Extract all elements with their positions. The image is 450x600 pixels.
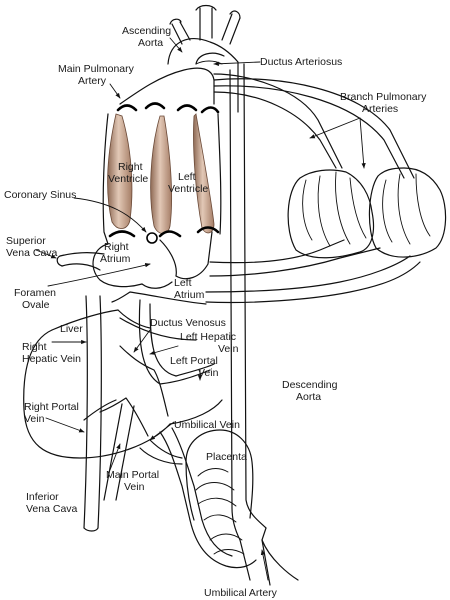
label-ductus-venosus: Ductus Venosus [150, 317, 226, 329]
pulmonary-veins [205, 239, 421, 304]
valves [108, 102, 220, 244]
umbilical-and-placenta [185, 429, 257, 569]
label-coronary-sinus: Coronary Sinus [4, 189, 76, 201]
ventricle-muscles [107, 113, 215, 234]
aortic-arch [167, 4, 241, 113]
descending-aorta [229, 63, 299, 586]
heart [56, 113, 222, 289]
label-ductus-arteriosus: Ductus Arteriosus [260, 56, 342, 68]
label-umbilical-vein: Umbilical Vein [174, 419, 240, 431]
lungs [287, 167, 447, 259]
label-umbilical-artery: Umbilical Artery [204, 587, 278, 599]
label-placenta: Placenta [206, 451, 247, 463]
liver-and-veins [23, 291, 223, 532]
pulmonary-arteries [119, 67, 415, 179]
label-liver: Liver [60, 323, 83, 335]
leader-lines [35, 37, 366, 581]
